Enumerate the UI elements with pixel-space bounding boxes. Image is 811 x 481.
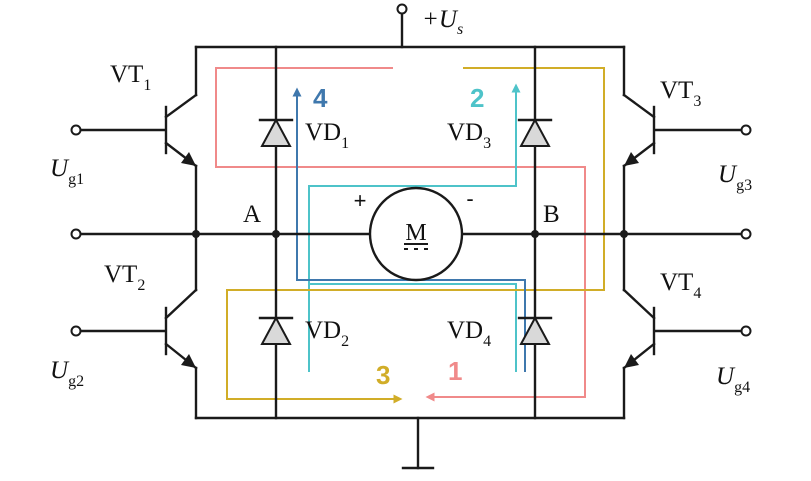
terminals xyxy=(70,3,752,337)
supply-terminal xyxy=(396,3,408,15)
diode-vd4 xyxy=(517,315,553,345)
transistor-vt2 xyxy=(164,288,198,370)
label-ug4: Ug4 xyxy=(716,363,750,396)
current-path-3 xyxy=(226,67,605,404)
junction-dots xyxy=(192,230,628,238)
motor: M + - xyxy=(354,186,474,282)
gate-terminal-g3 xyxy=(740,124,752,136)
label-vt1: VT1 xyxy=(110,61,151,94)
label-vt2: VT2 xyxy=(104,261,145,294)
gate-terminal-g2 xyxy=(70,325,82,337)
mid-terminal-right xyxy=(740,228,752,240)
label-vd4: VD4 xyxy=(447,317,491,350)
label-ug1: Ug1 xyxy=(50,155,84,188)
gate-terminal-g4 xyxy=(740,325,752,337)
diode-vd3 xyxy=(517,117,553,147)
path-number-2: 2 xyxy=(470,83,484,113)
transistor-vt4 xyxy=(622,288,656,370)
motor-plus-sign: + xyxy=(354,188,367,213)
label-vt3: VT3 xyxy=(660,77,701,110)
supply-label: +Us xyxy=(422,6,463,38)
mid-terminal-left xyxy=(70,228,82,240)
path-number-4: 4 xyxy=(313,83,328,113)
label-vt4: VT4 xyxy=(660,269,701,302)
svg-text:+Us: +Us xyxy=(422,6,463,38)
label-ug2: Ug2 xyxy=(50,357,84,390)
diode-vd2 xyxy=(258,315,294,345)
motor-letter: M xyxy=(405,220,426,246)
diode-vd1 xyxy=(258,117,294,147)
gate-terminal-g1 xyxy=(70,124,82,136)
node-a-label: A xyxy=(243,201,261,228)
label-ug3: Ug3 xyxy=(718,161,752,194)
transistor-vt1 xyxy=(164,93,198,168)
current-path-1 xyxy=(215,67,586,402)
path-number-1: 1 xyxy=(448,356,462,386)
label-vd2: VD2 xyxy=(305,317,349,350)
transistor-vt3 xyxy=(622,93,656,168)
path-number-3: 3 xyxy=(376,360,390,390)
motor-minus-sign: - xyxy=(466,186,473,211)
node-b-label: B xyxy=(543,201,560,228)
label-vd1: VD1 xyxy=(305,119,349,152)
label-vd3: VD3 xyxy=(447,119,491,152)
